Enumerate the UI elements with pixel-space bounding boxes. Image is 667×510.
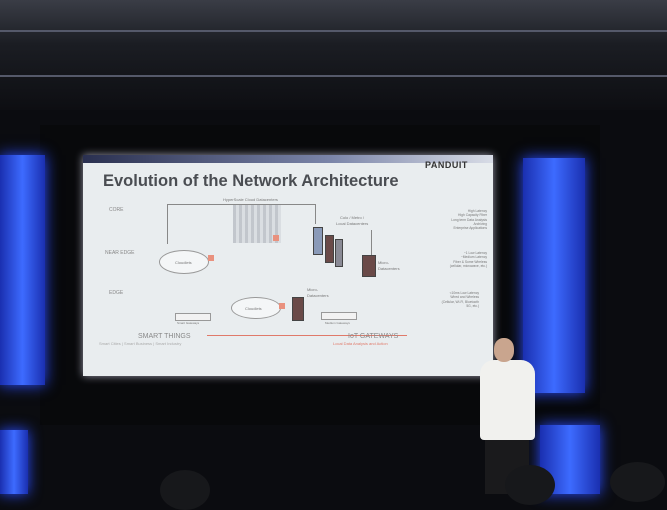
micro-label-1b: Datacenters — [378, 266, 400, 271]
micro-label-1: Micro- — [378, 260, 390, 265]
gateway-label-2: Medium Gateways — [325, 321, 350, 325]
micro-label-2b: Datacenters — [307, 293, 329, 298]
smart-things-label: SMART THINGS — [138, 333, 191, 340]
left-light-panel — [0, 155, 45, 385]
iot-gateways-sub: Local Data Analysis and Action — [333, 341, 388, 346]
gateway-label-1: Smart Gateways — [177, 321, 200, 325]
level-edge: EDGE — [109, 290, 124, 296]
right-light-panel — [523, 158, 585, 393]
slide-title: Evolution of the Network Architecture — [103, 172, 399, 190]
micro-datacenter-icon — [292, 297, 304, 321]
colo-label-2: Local Datacenters — [336, 221, 369, 226]
presentation-slide: PANDUIT Evolution of the Network Archite… — [83, 155, 493, 376]
hyperscale-label: HyperScale Cloud Datacenters — [223, 197, 278, 202]
slide-header-bar — [83, 155, 493, 163]
colo-label: Colo / Metro / — [340, 215, 365, 220]
colo-building-icon — [313, 227, 323, 255]
cloudlets-label-2: Cloudlets — [245, 306, 262, 311]
cloudlet-icon — [159, 250, 209, 274]
panduit-logo: PANDUIT — [425, 160, 468, 170]
smart-things-sub: Smart Cities | Smart Business | Smart In… — [99, 341, 182, 346]
iot-gateways-label: IoT GATEWAYS — [348, 333, 399, 340]
gateway-icon — [175, 313, 211, 321]
audience-head — [505, 465, 555, 505]
micro-datacenter-icon — [362, 255, 376, 277]
gateway-icon — [321, 312, 357, 320]
micro-label-2: Micro- — [307, 287, 319, 292]
ceiling — [0, 0, 667, 110]
level-near-edge: NEAR EDGE — [105, 250, 135, 256]
left-light-panel-low — [0, 430, 28, 494]
level-core: CORE — [109, 207, 124, 213]
audience-head — [160, 470, 210, 510]
audience-head — [610, 462, 665, 502]
cloudlets-label-1: Cloudlets — [175, 260, 192, 265]
